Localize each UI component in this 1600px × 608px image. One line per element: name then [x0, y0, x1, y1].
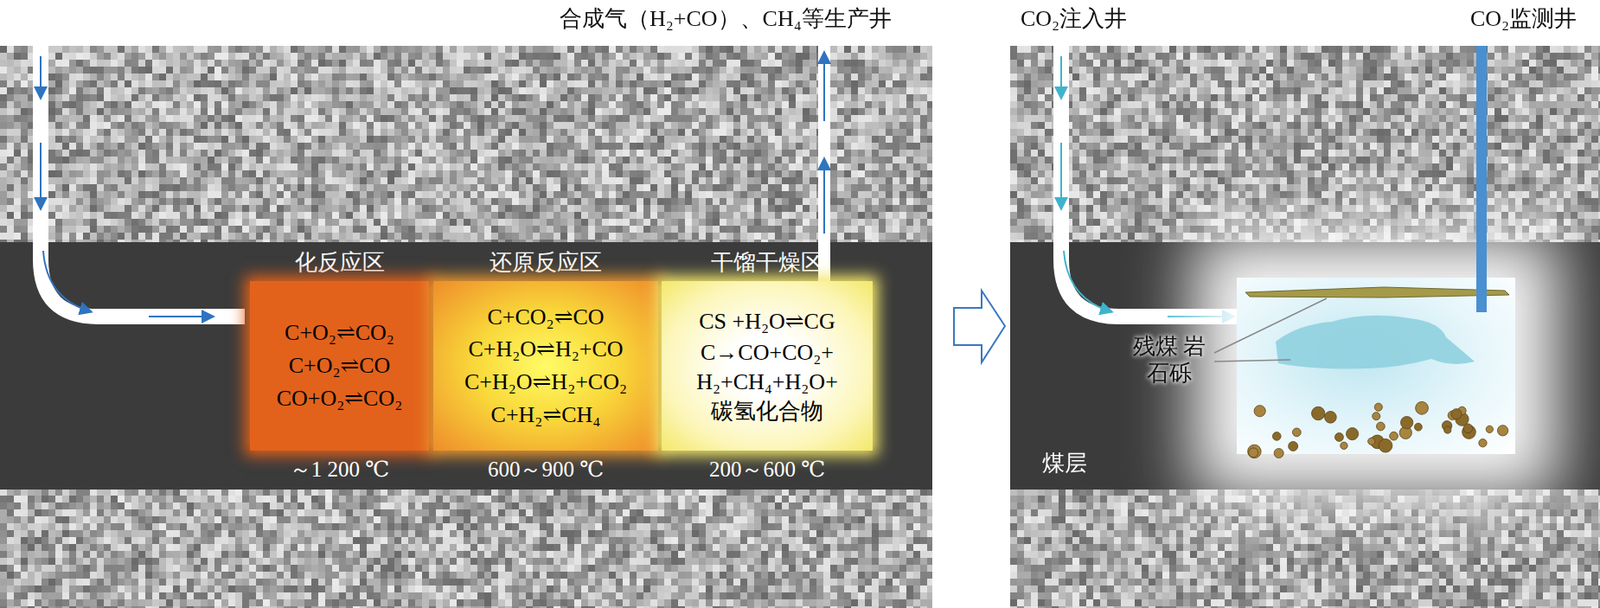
zone-box: CS +H₂O⇌CGC→CO+CO₂+ H₂+CH₄+H₂O+ 碳氢化合物 — [661, 281, 873, 451]
reaction-equation: C→CO+CO₂+ H₂+CH₄+H₂O+ 碳氢化合物 — [684, 338, 850, 426]
well-label: 合成气（H₂+CO）、CH₄等生产井 — [559, 5, 892, 32]
reaction-equation: C+H₂O⇌H₂+CO — [467, 332, 623, 366]
zone-title: 干馏干燥区 — [710, 244, 824, 282]
well-label: CO₂注入井 — [1020, 5, 1127, 32]
zone-box: C+CO₂⇌COC+H₂O⇌H₂+COC+H₂O⇌H₂+CO₂C+H₂⇌CH₄ — [433, 281, 659, 451]
zone-box: C+O₂⇌CO₂C+O₂⇌COCO+O₂⇌CO₂ — [249, 281, 429, 451]
reaction-equation: C+O₂⇌CO₂ — [284, 316, 395, 350]
reaction-zone: 干馏干燥区CS +H₂O⇌CGC→CO+CO₂+ H₂+CH₄+H₂O+ 碳氢化… — [661, 244, 873, 489]
leader-line — [1214, 359, 1291, 362]
reaction-equation: C+H₂⇌CH₄ — [491, 398, 602, 432]
reaction-equation: C+O₂⇌CO — [288, 349, 391, 383]
temperature: ～1 200 ℃ — [289, 450, 390, 489]
coal-seam — [0, 242, 933, 490]
rock-gravel — [1248, 401, 1509, 458]
well-label: CO₂监测井 — [1470, 5, 1577, 32]
co2-plume — [1275, 315, 1475, 370]
reaction-equation: C+H₂O⇌H₂+CO₂ — [464, 365, 628, 399]
residual-coal — [1245, 287, 1510, 298]
temperature: 600～900 ℃ — [487, 450, 604, 489]
seam-label: 煤层 — [1042, 449, 1088, 477]
zone-title: 化反应区 — [294, 244, 385, 282]
zone-title: 还原反应区 — [489, 244, 602, 282]
reaction-equation: CS +H₂O⇌CG — [698, 305, 836, 339]
callout-label: 残煤 岩石砾 — [1129, 332, 1210, 387]
temperature: 200～600 ℃ — [709, 450, 826, 489]
process-arrow — [953, 290, 1005, 363]
reaction-zone: 还原反应区C+CO₂⇌COC+H₂O⇌H₂+COC+H₂O⇌H₂+CO₂C+H₂… — [433, 244, 659, 489]
injection-pipe — [40, 45, 245, 317]
coal-seam — [1010, 242, 1600, 490]
leader-line — [1214, 298, 1327, 353]
reaction-equation: C+CO₂⇌CO — [486, 300, 604, 334]
injection-pipe — [1061, 45, 1242, 317]
monitoring-well — [1476, 45, 1487, 313]
reaction-zone: 化反应区C+O₂⇌CO₂C+O₂⇌COCO+O₂⇌CO₂～1 200 ℃ — [249, 244, 429, 489]
reaction-equation: CO+O₂⇌CO₂ — [276, 382, 404, 416]
